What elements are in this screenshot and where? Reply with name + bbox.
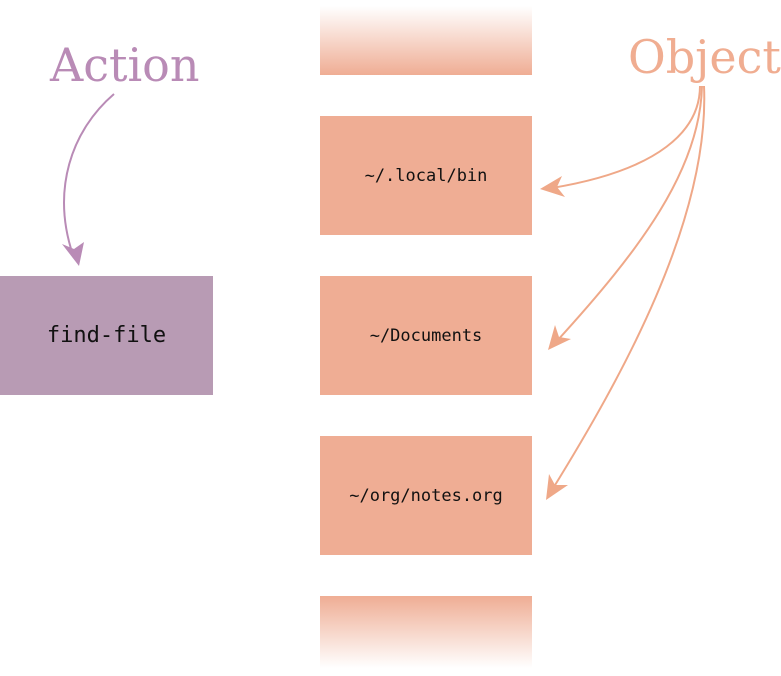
action-box: find-file — [0, 276, 213, 395]
object-arrowhead-0 — [540, 176, 565, 197]
object-box: ~/org/notes.org — [320, 436, 532, 555]
object-label: ~/.local/bin — [364, 165, 488, 186]
object-arrowhead-1 — [548, 325, 571, 350]
object-box: ~/Documents — [320, 276, 532, 395]
object-box: ~/.local/bin — [320, 116, 532, 235]
object-arrow-0 — [551, 85, 701, 189]
object-label: ~/org/notes.org — [349, 485, 503, 506]
action-arrowhead — [62, 242, 84, 266]
object-list-fade-bottom — [320, 596, 532, 668]
action-title: Action — [50, 38, 200, 92]
object-list-fade-top — [320, 6, 532, 75]
action-arrow — [63, 93, 115, 259]
object-arrowhead-2 — [546, 474, 568, 500]
objects-title: Objects — [628, 30, 781, 84]
object-arrow-1 — [555, 85, 703, 343]
object-arrow-2 — [551, 85, 706, 491]
action-command: find-file — [46, 323, 167, 348]
object-label: ~/Documents — [369, 325, 483, 346]
